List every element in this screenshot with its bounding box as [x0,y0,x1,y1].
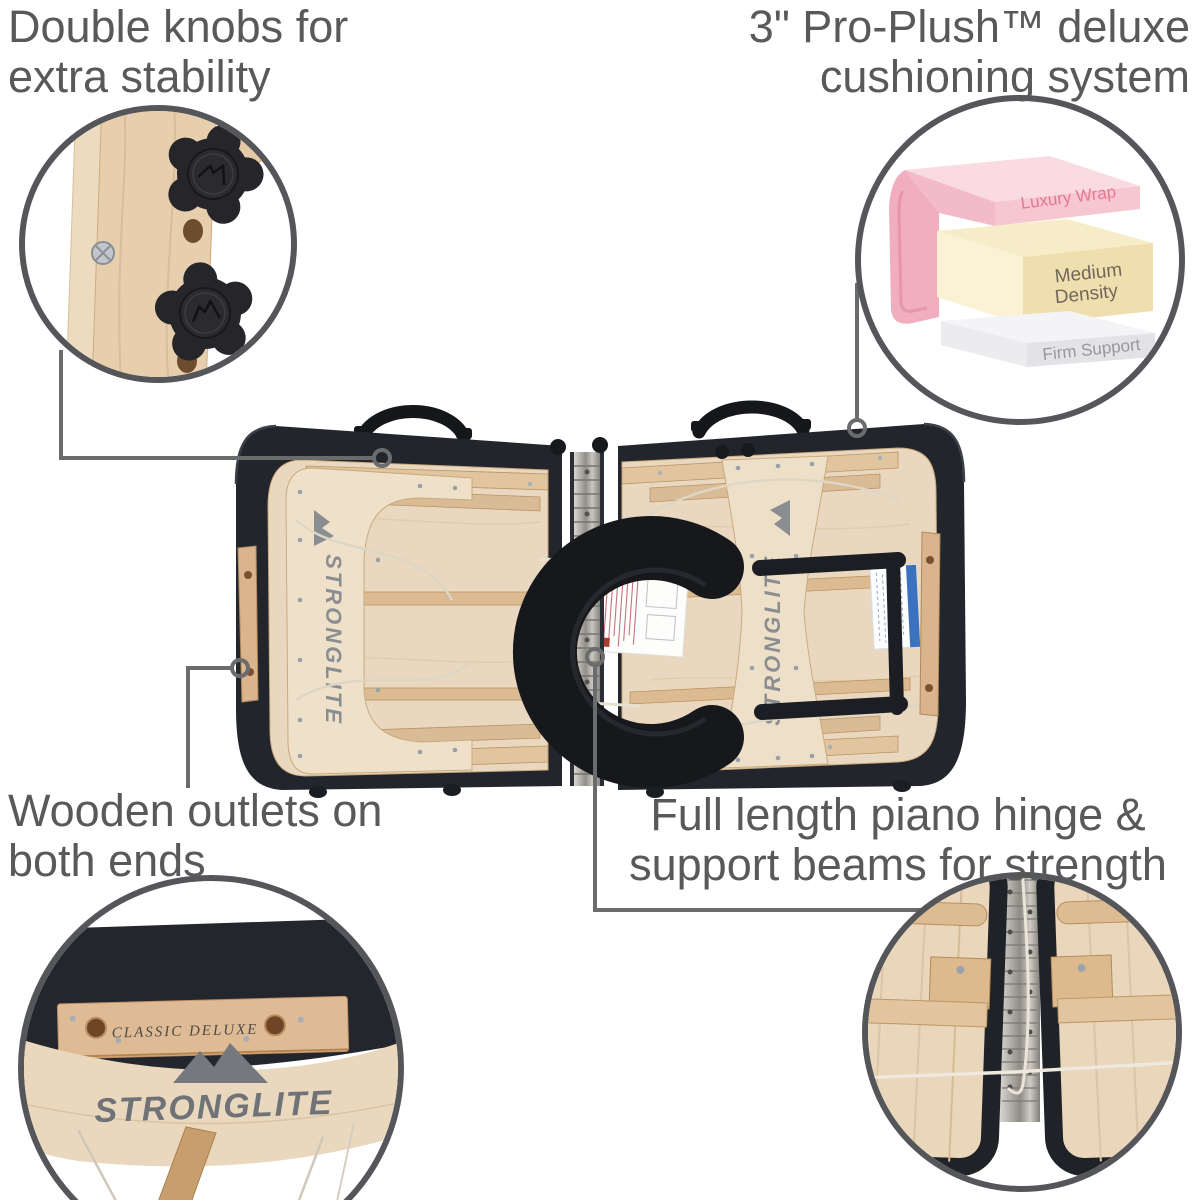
callout-line-hinge-horizontal [593,908,923,912]
callout-line-knobs-vertical [59,350,63,456]
mountain-logo-icon [197,164,226,186]
callout-ring-knobs [372,448,392,468]
heading-cushioning-system: 3" Pro-Plush™ deluxe cushioning system [748,1,1190,103]
callout-line-outlets-horizontal [186,666,230,670]
hinge-cord [1006,878,1030,1095]
support-beam-left [868,899,988,927]
left-cable [295,519,454,601]
cable-2 [297,1136,325,1200]
screw-icon [91,241,115,265]
wooden-leg [158,1126,217,1200]
mountain-logo-icon [314,510,334,546]
heading-double-knobs: Double knobs for extra stability [8,1,349,103]
cross-cable [868,1060,1176,1080]
rail-right [1057,993,1176,1024]
cleat-right [1050,954,1114,1008]
model-name-text: CLASSIC DELUXE [112,1022,259,1042]
mountain-logo-icon [191,299,221,323]
callout-ring-outlets [230,658,250,678]
face-cradle-cushion [512,516,744,788]
support-beam-right [1056,897,1176,925]
callout-line-outlets-vertical [186,666,190,788]
firm-support-layer: Firm Support [941,311,1155,367]
medium-density-layer: Medium Density [937,219,1153,325]
face-cradle-frame [752,552,908,720]
inset-piano-hinge [862,872,1182,1192]
callout-line-knobs-horizontal [59,456,372,460]
callout-line-hinge-vertical [593,665,597,908]
left-cable-2 [295,661,471,702]
heading-piano-hinge: Full length piano hinge & support beams … [629,789,1167,891]
cable [76,1129,117,1200]
stronglite-logo-text: STRONGLITE [94,1084,334,1130]
right-cable [639,478,901,522]
inset-double-knobs [19,105,297,383]
callout-ring-hinge [585,647,605,667]
outlet-plate: CLASSIC DELUXE [56,995,350,1060]
callout-ring-cushion [847,418,867,438]
mountain-logo-icon [173,1043,268,1083]
arch-panel-screws [297,483,458,759]
left-arch-panel [285,467,473,775]
rail-left [868,997,988,1028]
knob-hole [183,219,203,243]
stability-knob-upper [168,124,264,224]
rubber-feet [309,780,911,798]
right-panel-logo-text: STRONGLITE [760,554,785,726]
inset-wooden-outlets: CLASSIC DELUXE STRONGLITE [18,875,404,1200]
table-left-half: STRONGLITE [234,424,562,790]
luxury-wrap-layer: Luxury Wrap [889,156,1140,324]
mountain-logo-icon [770,500,790,536]
left-panel-logo-text: STRONGLITE [321,554,346,726]
callout-line-cushion-vertical [855,283,859,418]
hinge-strip [1000,878,1040,1122]
heading-wooden-outlets: Wooden outlets on both ends [8,785,383,887]
adjustment-knobs [550,437,755,459]
carry-handle-right-icon [691,400,811,439]
right-wooden-outlet [919,531,941,717]
left-wooden-outlet [237,545,259,703]
inset-cushioning-system: Luxury Wrap Medium Density Firm Support [855,95,1185,425]
stability-knob-lower [154,262,253,361]
curved-wood-panel [24,1040,398,1167]
hourglass-panel-screws [735,461,815,763]
cable-3 [336,1122,355,1200]
